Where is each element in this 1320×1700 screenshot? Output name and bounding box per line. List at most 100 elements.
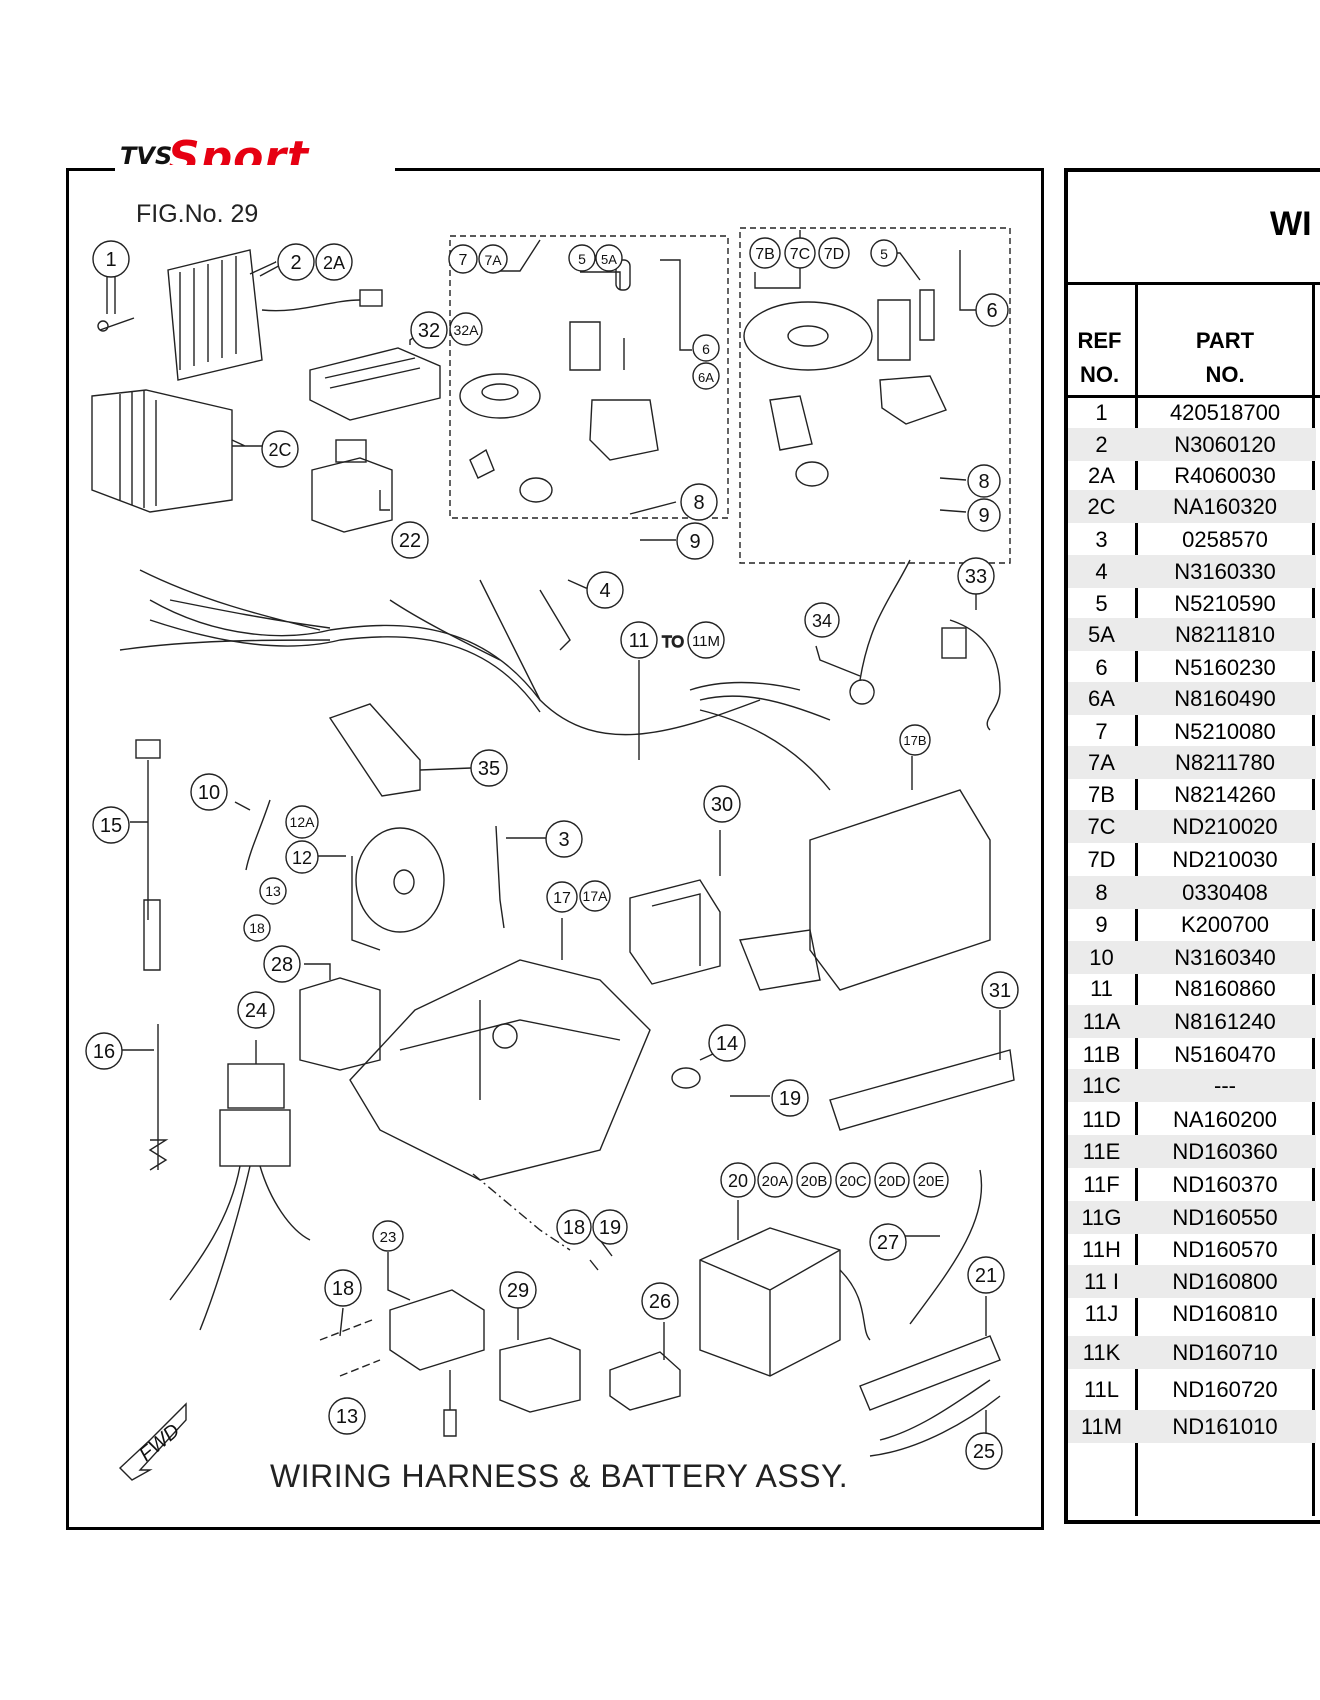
svg-text:13: 13 (265, 883, 281, 899)
callout-29: 29 (499, 1271, 537, 1309)
part-no-cell: ND160370 (1172, 1172, 1278, 1197)
svg-text:18: 18 (249, 920, 265, 936)
ref-no-cell: 7B (1088, 782, 1115, 807)
callout-9-right: 9 (967, 498, 1001, 532)
callout-22: 22 (391, 521, 429, 559)
table-row: 5A N8211810 (1068, 618, 1316, 651)
callout-17b: 17B (899, 724, 931, 756)
svg-text:26: 26 (649, 1291, 671, 1313)
svg-text:24: 24 (245, 1000, 267, 1022)
part-no-cell: 0258570 (1182, 527, 1268, 552)
part-no-cell: ND210020 (1172, 814, 1278, 839)
part-no-cell: N8211810 (1175, 622, 1275, 647)
svg-text:7D: 7D (824, 246, 844, 263)
svg-text:5A: 5A (601, 252, 617, 267)
svg-text:3: 3 (558, 829, 569, 851)
callout-5a: 5A (595, 244, 623, 272)
svg-text:16: 16 (93, 1041, 115, 1063)
callout-26: 26 (641, 1282, 679, 1320)
ref-no-cell: 3 (1095, 527, 1108, 552)
callout-21: 21 (967, 1256, 1005, 1294)
svg-text:17B: 17B (903, 733, 926, 748)
ref-no-cell: 8 (1095, 880, 1108, 905)
svg-text:1: 1 (105, 249, 116, 271)
table-row: 11F ND160370 (1068, 1168, 1316, 1201)
ref-no-cell: 5A (1088, 622, 1115, 647)
ref-no-cell: 4 (1095, 559, 1108, 584)
svg-text:25: 25 (973, 1441, 995, 1463)
svg-text:9: 9 (978, 505, 989, 527)
part-no-cell: N5210080 (1174, 719, 1276, 744)
part-no-cell: K200700 (1180, 912, 1270, 937)
callout-18-top: 18 (243, 914, 271, 942)
svg-text:31: 31 (989, 980, 1011, 1002)
callout-7: 7 (448, 244, 478, 274)
svg-text:19: 19 (599, 1217, 621, 1239)
callout-16: 16 (85, 1032, 123, 1070)
ref-no-cell: 11D (1082, 1107, 1121, 1132)
svg-text:21: 21 (975, 1265, 997, 1287)
ref-no-cell: 11F (1083, 1172, 1120, 1197)
callout-13-bottom: 13 (328, 1397, 366, 1435)
svg-text:22: 22 (399, 530, 421, 552)
svg-text:20D: 20D (878, 1173, 906, 1190)
ref-no-cell: 2 (1095, 432, 1108, 457)
ref-no-cell: 11H (1082, 1237, 1121, 1262)
callout-5-right: 5 (870, 239, 898, 267)
svg-text:6: 6 (986, 300, 997, 322)
callout-17: 17 (546, 881, 578, 913)
part-no-cell: --- (1214, 1073, 1236, 1098)
part-no-cell: NA160200 (1173, 1107, 1277, 1132)
svg-text:20B: 20B (801, 1173, 828, 1190)
callout-28: 28 (263, 945, 301, 983)
part-no-cell: N3160330 (1174, 559, 1276, 584)
part-no-cell: ND160720 (1172, 1377, 1278, 1402)
svg-text:9: 9 (689, 531, 700, 553)
callout-2c: 2C (261, 430, 299, 468)
callout-6-right: 6 (975, 293, 1009, 327)
part-no-cell: N8211780 (1175, 750, 1275, 775)
callout-18-mid: 18 (556, 1209, 592, 1245)
table-row: 2 N3060120 (1068, 428, 1316, 461)
ref-no-cell: 11K (1082, 1340, 1121, 1365)
part-no-cell: N8161240 (1174, 1009, 1276, 1034)
callout-20: 20 (720, 1162, 756, 1198)
ref-no-cell: 6 (1095, 655, 1108, 680)
svg-text:28: 28 (271, 954, 293, 976)
part-no-cell: N5160470 (1174, 1042, 1276, 1067)
figure-caption: WIRING HARNESS & BATTERY ASSY. (270, 1458, 849, 1494)
callout-3: 3 (545, 820, 583, 858)
callout-20e: 20E (913, 1162, 949, 1198)
callout-8-left: 8 (680, 483, 718, 521)
callout-34: 34 (804, 602, 840, 638)
svg-text:10: 10 (198, 782, 220, 804)
callout-32a: 32A (449, 312, 483, 346)
svg-text:18: 18 (563, 1217, 585, 1239)
callout-20d: 20D (874, 1162, 910, 1198)
svg-text:32: 32 (418, 320, 440, 342)
callout-7b: 7B (749, 237, 781, 269)
part-no-cell: N3060120 (1174, 432, 1276, 457)
callout-32: 32 (410, 311, 448, 349)
ref-no-cell: 1 (1095, 400, 1108, 425)
callout-27: 27 (869, 1223, 907, 1261)
ref-no-cell: 10 (1089, 945, 1114, 970)
callout-23: 23 (372, 1220, 404, 1252)
callout-35: 35 (470, 749, 508, 787)
part-no-cell: ND160570 (1172, 1237, 1278, 1262)
svg-text:14: 14 (716, 1033, 738, 1055)
table-row: 11H ND160570 (1068, 1233, 1316, 1266)
svg-text:23: 23 (380, 1229, 397, 1246)
svg-text:7: 7 (459, 252, 468, 269)
callout-2: 2 (277, 243, 315, 281)
svg-text:7A: 7A (484, 252, 502, 268)
svg-text:17: 17 (553, 890, 571, 907)
svg-text:30: 30 (711, 794, 733, 816)
